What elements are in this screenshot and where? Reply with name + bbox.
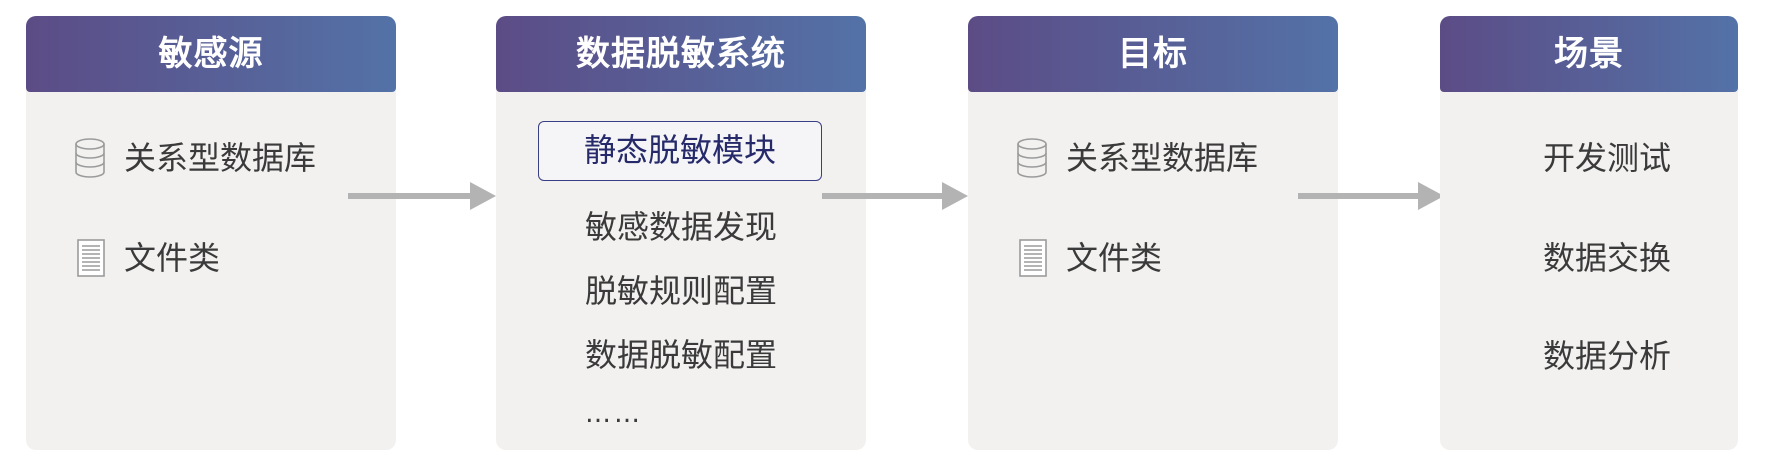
panel-scenario: 场景 开发测试 数据交换 数据分析 — [1440, 16, 1738, 450]
file-icon — [1019, 239, 1047, 277]
arrow-right-icon — [822, 182, 968, 210]
panel-masking-title: 数据脱敏系统 — [496, 16, 866, 92]
panel-target-title: 目标 — [968, 16, 1338, 92]
panel-masking-system: 数据脱敏系统 静态脱敏模块 敏感数据发现 脱敏规则配置 数据脱敏配置 …… — [496, 16, 866, 450]
arrow-right-icon — [1298, 182, 1444, 210]
target-item-database: 关系型数据库 — [1066, 139, 1259, 177]
file-icon — [77, 239, 105, 277]
masking-item-discovery: 敏感数据发现 — [585, 208, 778, 246]
source-item-file: 文件类 — [124, 239, 221, 277]
masking-item-config: 数据脱敏配置 — [585, 336, 778, 374]
scenario-item-dev-test: 开发测试 — [1542, 139, 1671, 177]
masking-item-more: …… — [585, 399, 643, 429]
source-item-database: 关系型数据库 — [124, 139, 317, 177]
static-masking-module: 静态脱敏模块 — [538, 121, 822, 181]
arrow-right-icon — [348, 182, 496, 210]
scenario-item-data-analysis: 数据分析 — [1542, 337, 1671, 375]
database-icon — [1017, 138, 1047, 178]
panel-source: 敏感源 关系型数据库 文件类 — [26, 16, 396, 450]
target-item-file: 文件类 — [1066, 239, 1163, 277]
panel-target: 目标 关系型数据库 文件类 — [968, 16, 1338, 450]
masking-item-rules: 脱敏规则配置 — [585, 272, 778, 310]
scenario-item-data-exchange: 数据交换 — [1542, 239, 1671, 277]
database-icon — [75, 138, 105, 178]
panel-source-title: 敏感源 — [26, 16, 396, 92]
panel-scenario-title: 场景 — [1440, 16, 1738, 92]
